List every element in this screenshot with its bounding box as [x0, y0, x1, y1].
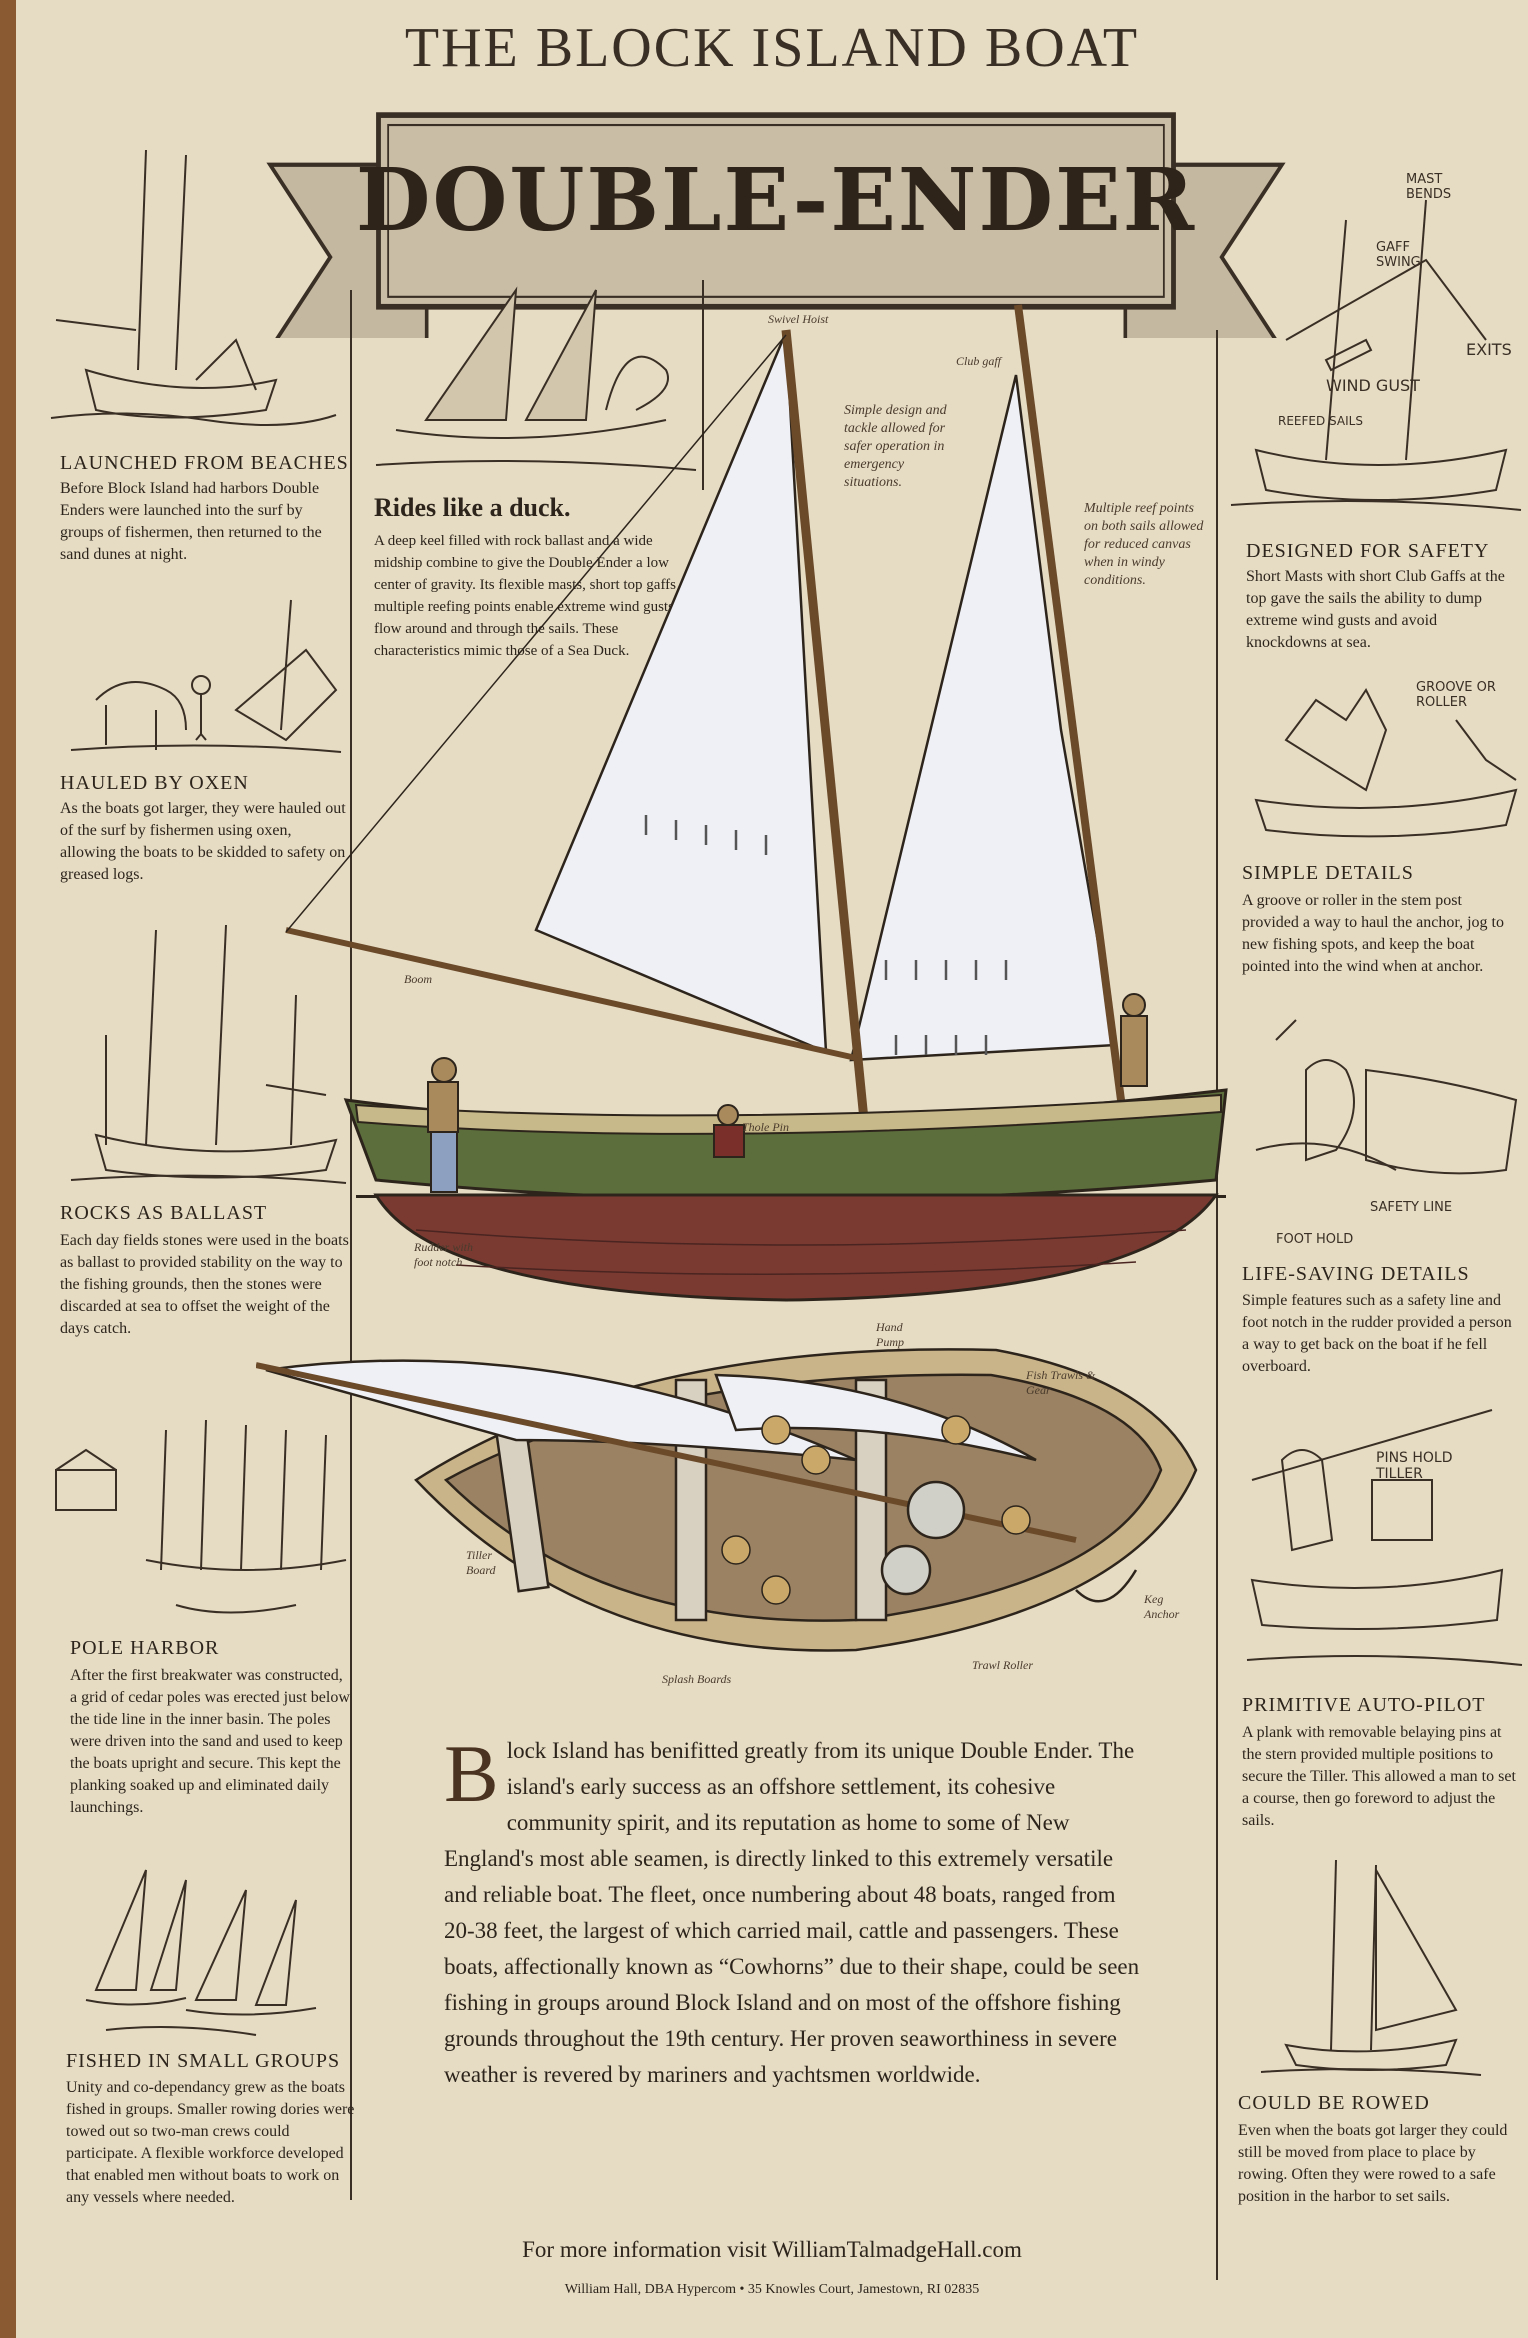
note-wind-gust: WIND GUST — [1326, 376, 1420, 395]
anno-thole-pin: Thole Pin — [742, 1120, 789, 1134]
anno-splash-boards: Splash Boards — [662, 1672, 732, 1686]
poster-title: THE BLOCK ISLAND BOAT — [404, 17, 1140, 79]
anno-swivel-hoist: Swivel Hoist — [768, 312, 829, 326]
footer-info: For more information visit WilliamTalmad… — [522, 2237, 1022, 2262]
sketch-pole-harbor — [55, 1419, 347, 1614]
left-heading-2: HAULED BY OXEN — [60, 772, 249, 794]
note-exits: EXITS — [1466, 340, 1512, 359]
note-reefed-sails: REEFED SAILS — [1278, 414, 1363, 428]
right-text-2: A groove or roller in the stem post prov… — [1242, 892, 1504, 975]
left-divider — [350, 290, 352, 2200]
anno-tiller-board: Tiller Board — [466, 1548, 496, 1577]
note-foot-hold: FOOT HOLD — [1276, 1232, 1354, 1247]
sketch-beach-launch — [50, 149, 337, 426]
sketch-autopilot — [1246, 1409, 1523, 1666]
note-safety-line: SAFETY LINE — [1370, 1200, 1453, 1215]
banner-title: DOUBLE-ENDER — [355, 150, 1197, 251]
right-heading-1: DESIGNED FOR SAFETY — [1246, 540, 1490, 562]
right-heading-2: SIMPLE DETAILS — [1242, 862, 1414, 884]
note-gaff-swing: GAFF SWING — [1376, 240, 1421, 270]
right-heading-4: PRIMITIVE AUTO-PILOT — [1242, 1694, 1486, 1716]
left-text-5: Unity and co-dependancy grew as the boat… — [66, 2079, 355, 2206]
right-text-4: A plank with removable belaying pins at … — [1242, 1724, 1516, 1829]
left-heading-5: FISHED IN SMALL GROUPS — [66, 2050, 341, 2072]
left-text-2: As the boats got larger, they were haule… — [60, 800, 346, 883]
rides-text: A deep keel filled with rock ballast and… — [374, 533, 702, 659]
left-heading-4: POLE HARBOR — [70, 1637, 220, 1659]
anno-boom: Boom — [404, 972, 432, 986]
note-mast-bends: MAST BENDS — [1406, 172, 1452, 202]
sketch-lifesaving — [1255, 1019, 1518, 1175]
sketch-oxen — [70, 599, 342, 753]
rides-heading: Rides like a duck. — [374, 493, 571, 522]
right-text-1: Short Masts with short Club Gaffs at the… — [1246, 568, 1505, 651]
anno-keg-anchor: Keg Anchor — [1144, 1592, 1180, 1621]
note-groove-roller: GROOVE OR ROLLER — [1416, 680, 1496, 710]
right-heading-3: LIFE-SAVING DETAILS — [1242, 1263, 1470, 1285]
anno-rudder: Rudder with foot notch — [414, 1240, 473, 1269]
sketch-stem-roller — [1254, 688, 1518, 838]
topdown-boat — [256, 1348, 1198, 1652]
sketch-ballast — [70, 924, 347, 1184]
left-heading-1: LAUNCHED FROM BEACHES — [60, 452, 349, 474]
footer-address: William Hall, DBA Hypercom • 35 Knowles … — [564, 2282, 980, 2297]
anno-multiple-reef: Multiple reef points on both sails allow… — [1084, 501, 1204, 588]
anno-club-gaff: Club gaff — [956, 354, 1002, 368]
sketch-duck-boat — [375, 286, 697, 471]
right-text-5: Even when the boats got larger they coul… — [1238, 2122, 1508, 2205]
right-text-3: Simple features such as a safety line an… — [1242, 1292, 1512, 1375]
anno-hand-pump: Hand Pump — [876, 1320, 904, 1349]
duck-divider — [702, 280, 704, 490]
note-pins-hold-tiller: PINS HOLD TILLER — [1376, 1450, 1453, 1482]
sketch-rowed-boat — [1260, 1859, 1482, 2076]
dropcap: B — [444, 1728, 499, 1819]
banner-ribbon — [266, 112, 1286, 338]
left-heading-3: ROCKS AS BALLAST — [60, 1202, 268, 1224]
left-text-4: After the first breakwater was construct… — [70, 1667, 350, 1816]
main-text: B lock Island has benifitted greatly fro… — [444, 1733, 1144, 2093]
sketch-safety-boat — [1230, 199, 1522, 511]
left-text-1: Before Block Island had harbors Double E… — [60, 480, 322, 563]
poster: THE BLOCK ISLAND BOAT DOUBLE-ENDER LAUNC… — [16, 0, 1528, 2338]
right-heading-5: COULD BE ROWED — [1238, 2092, 1430, 2114]
anno-trawl-roller: Trawl Roller — [972, 1658, 1034, 1672]
left-text-3: Each day fields stones were used in the … — [60, 1232, 349, 1337]
anno-simple-design: Simple design and tackle allowed for saf… — [844, 403, 947, 490]
main-sailboat — [285, 304, 1228, 1302]
right-divider — [1216, 330, 1218, 2280]
main-paragraph: lock Island has benifitted greatly from … — [444, 1738, 1140, 2087]
sketch-fishing-groups — [85, 1869, 317, 2036]
anno-fish-trawls: Fish Trawls & Gear — [1026, 1368, 1096, 1397]
